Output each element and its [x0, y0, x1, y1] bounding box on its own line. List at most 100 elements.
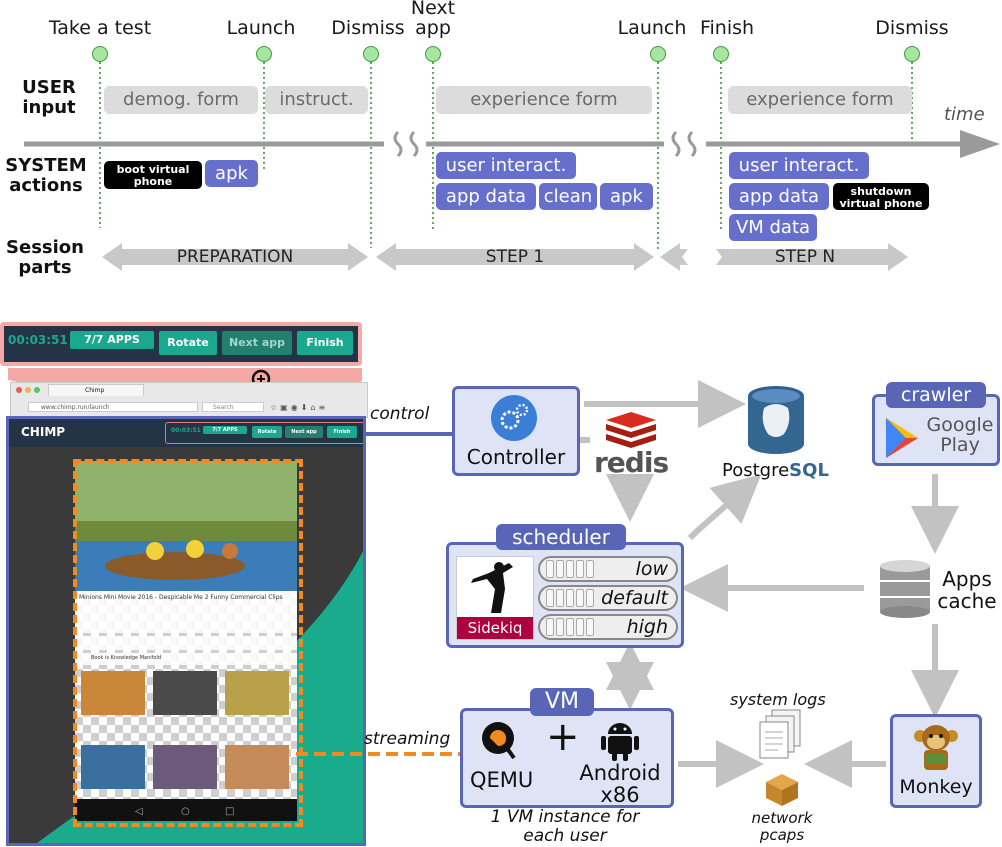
- zoom-next-app-button[interactable]: Next app: [222, 331, 292, 355]
- system-vm-data: VM data: [729, 214, 817, 241]
- mini-next-app-button[interactable]: Next app: [285, 426, 323, 438]
- controller-label: Controller: [466, 445, 566, 469]
- window-maximize-icon[interactable]: [34, 387, 40, 393]
- user-input-demog-form: demog. form: [104, 86, 258, 114]
- vm-caption: 1 VM instance for each user: [490, 807, 640, 846]
- monkey-label: Monkey: [899, 776, 973, 798]
- crawler-tag: crawler: [886, 382, 986, 408]
- database-icon: [880, 560, 930, 618]
- zoom-apps-count: 7/7 APPS: [70, 331, 154, 349]
- session-step-n: STEP N: [774, 247, 836, 267]
- system-logs-label: system logs: [730, 690, 826, 709]
- browser-tab[interactable]: Chimp: [48, 384, 144, 396]
- browser-search[interactable]: Search: [202, 402, 264, 412]
- time-label: time: [944, 104, 985, 125]
- google-play-icon: [886, 418, 918, 458]
- system-apk-1: apk: [205, 160, 258, 187]
- event-dot: [425, 46, 441, 62]
- sidekiq-icon: [471, 562, 513, 613]
- vm-tag: VM: [530, 688, 594, 716]
- event-dot: [256, 46, 272, 62]
- video-title: Minions Mini Movie 2016 - Despicable Me …: [79, 594, 283, 601]
- streaming-frame: [73, 459, 303, 827]
- package-icon: [766, 774, 798, 806]
- row-label-user: USER input: [22, 77, 76, 118]
- mini-rotate-button[interactable]: Rotate: [252, 426, 282, 438]
- svg-text:□: □: [225, 806, 234, 817]
- event-dismiss-1: Dismiss: [331, 17, 405, 39]
- window-minimize-icon[interactable]: [25, 387, 31, 393]
- monkey-icon: [914, 725, 958, 770]
- queue-high: high: [538, 614, 678, 640]
- sidekiq-label: Sidekiq: [457, 617, 533, 639]
- arrow-step-n: [716, 243, 908, 271]
- svg-text:○: ○: [181, 806, 190, 817]
- control-label: control: [370, 404, 430, 424]
- network-pcaps-label: network pcaps: [751, 809, 813, 844]
- google-play-label: Google Play: [926, 414, 994, 456]
- url-bar[interactable]: www.chimp.run/launch: [28, 402, 198, 412]
- scheduler-tag: scheduler: [496, 524, 626, 550]
- browser-toolbar-icons: ☆▣◉⬇⌂≡: [270, 403, 329, 412]
- system-user-interact-1: user interact.: [436, 152, 576, 179]
- app-title: CHIMP: [21, 425, 66, 439]
- android-icon: [601, 723, 639, 761]
- system-app-data-1: app data: [436, 183, 536, 210]
- gears-icon: [491, 395, 537, 441]
- document-stack-icon: [759, 709, 801, 759]
- arrow-step-1: [376, 243, 654, 271]
- queue-default-label: default: [601, 587, 668, 609]
- event-dot: [650, 46, 666, 62]
- mini-apps-count: 7/7 APPS: [203, 426, 247, 434]
- timeline-lines: [24, 62, 1000, 271]
- queue-low: low: [538, 556, 678, 582]
- arrow-break: [660, 243, 688, 271]
- queue-low-label: low: [635, 558, 668, 580]
- mini-finish-button[interactable]: Finish: [327, 426, 357, 438]
- row-label-session: Session parts: [6, 237, 84, 278]
- system-app-data-2: app data: [729, 183, 829, 210]
- redis-icon: [606, 412, 656, 448]
- system-boot-virtual-phone: boot virtual phone: [104, 161, 202, 189]
- event-next-app: Next app: [410, 0, 456, 39]
- mini-timer: 00:03:51: [171, 427, 201, 434]
- streaming-label: streaming: [364, 729, 451, 749]
- postgresql-label: PostgreSQL: [722, 460, 829, 481]
- system-clean: clean: [539, 183, 597, 210]
- toolbar-highlight: [165, 422, 363, 444]
- system-user-interact-2: user interact.: [729, 152, 869, 179]
- postgresql-icon: [748, 386, 804, 454]
- android-label: Android x86: [579, 761, 661, 807]
- qemu-label: QEMU: [470, 768, 534, 792]
- phone-content: ◁ ○ □: [75, 461, 297, 821]
- event-take-a-test: Take a test: [48, 17, 152, 39]
- zoom-timer: 00:03:51: [8, 333, 68, 347]
- postgres-text: Postgre: [722, 460, 790, 481]
- phone-screen: ◁ ○ □ Minions Mini Movie 2016 - Despicab…: [75, 461, 297, 821]
- row-label-system: SYSTEM actions: [5, 155, 87, 196]
- zoom-rotate-button[interactable]: Rotate: [159, 331, 217, 355]
- sql-text: SQL: [789, 460, 829, 481]
- session-preparation: PREPARATION: [176, 247, 294, 267]
- window-close-icon[interactable]: [16, 387, 22, 393]
- app-viewport: CHIMP 00:03:51 7/7 APPS Rotate Next app …: [6, 416, 366, 846]
- event-dot: [92, 46, 108, 62]
- event-launch-1: Launch: [226, 17, 296, 39]
- redis-label: redis: [594, 446, 669, 479]
- user-input-experience-form-2: experience form: [728, 86, 912, 114]
- event-dot: [713, 46, 729, 62]
- system-shutdown-virtual-phone: shutdown virtual phone: [833, 183, 929, 210]
- video-channel: Book is Knowledge Manifold: [91, 655, 162, 661]
- architecture-arrows: [296, 380, 959, 788]
- event-launch-2: Launch: [617, 17, 687, 39]
- zoom-finish-button[interactable]: Finish: [297, 331, 353, 355]
- sidekiq-logo: Sidekiq: [456, 556, 534, 640]
- queue-default: default: [538, 585, 678, 611]
- user-input-instruct: instruct.: [265, 86, 368, 114]
- queue-high-label: high: [626, 616, 668, 638]
- arrow-preparation: [102, 243, 368, 271]
- qemu-icon: [482, 722, 516, 760]
- event-dismiss-2: Dismiss: [875, 17, 949, 39]
- plus-sign: +: [546, 714, 580, 760]
- svg-text:◁: ◁: [135, 806, 143, 817]
